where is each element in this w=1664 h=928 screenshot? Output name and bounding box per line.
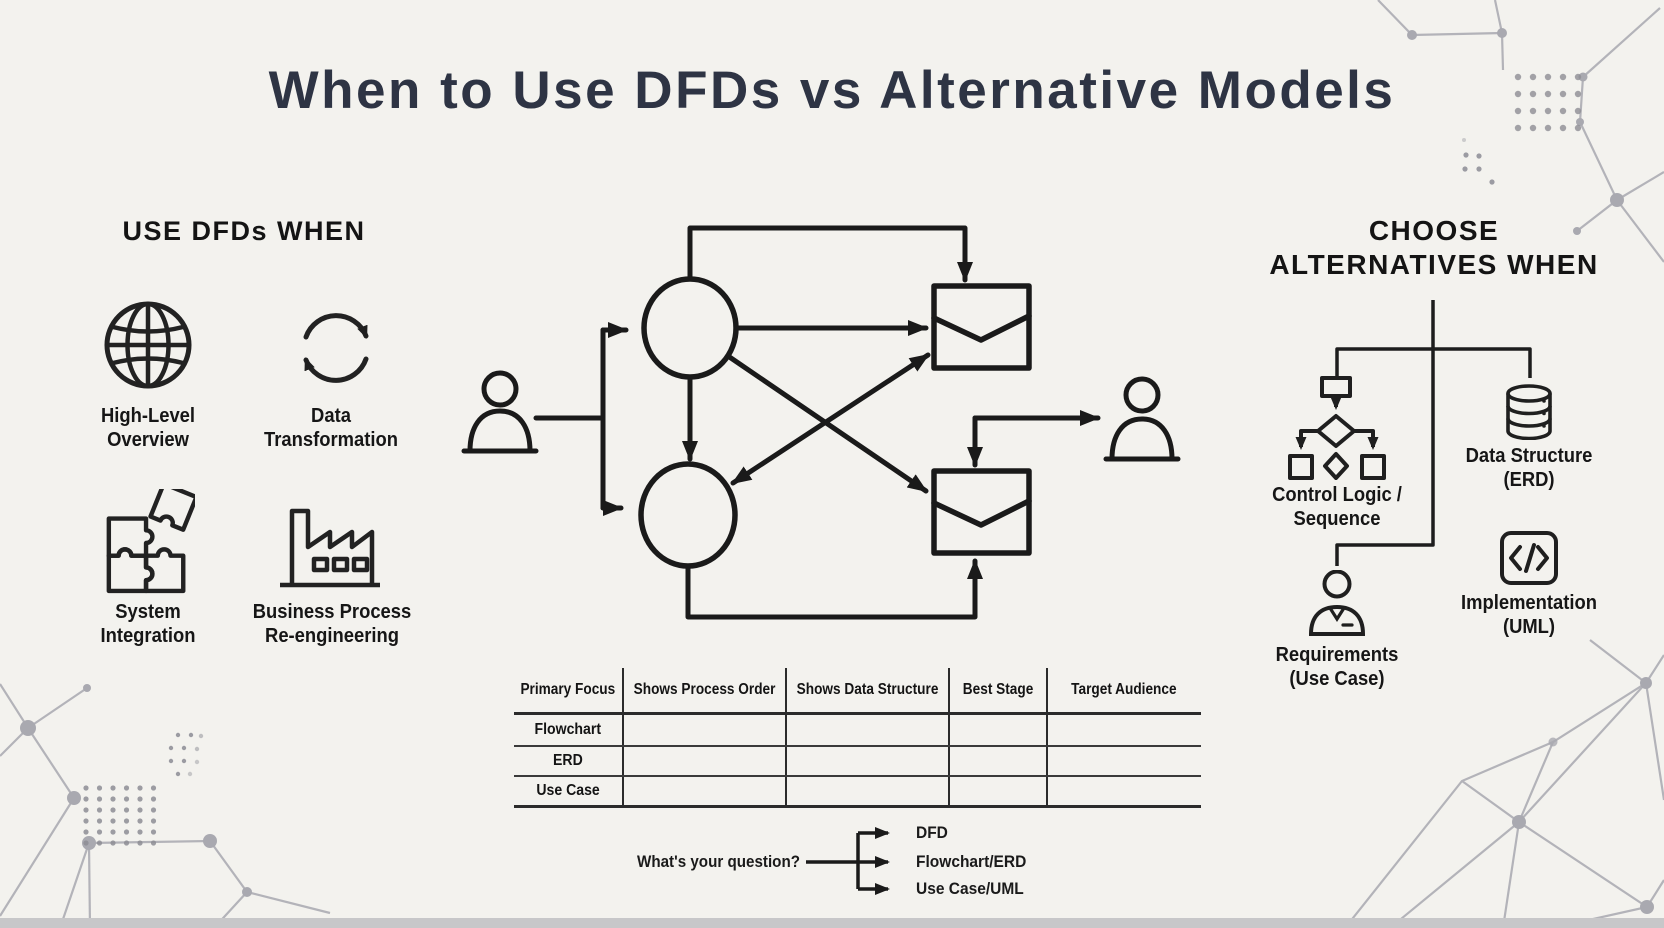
alternatives-heading-line1: CHOOSE [1368, 215, 1500, 246]
table-header-cell: Best Stage [947, 668, 1047, 715]
table-row-label: Flowchart [514, 713, 623, 747]
use-dfds-item-label: High-Level Overview [100, 405, 196, 451]
factory-icon [278, 501, 382, 589]
decision-option: Use Case/UML [916, 880, 1024, 898]
flow-top-elbow [687, 225, 973, 283]
code-brackets-icon [1500, 531, 1558, 585]
table-empty-cell [1045, 713, 1201, 747]
alternatives-item-label: Implementation (UML) [1461, 592, 1597, 638]
puzzle-icon [101, 489, 195, 597]
flow-p2-store1-bidirectional [730, 352, 931, 486]
database-icon [1504, 384, 1554, 440]
use-case-person-icon [1305, 570, 1369, 638]
table-empty-cell [621, 713, 786, 747]
table-empty-cell [947, 746, 1047, 777]
process-circle-1 [641, 276, 739, 380]
table-header-cell: Target Audience [1045, 668, 1201, 715]
data-store-2 [931, 468, 1032, 556]
decor-network-top-right [1377, 0, 1664, 263]
table-header-row: Primary Focus Shows Process Order Shows … [514, 668, 1201, 715]
process-circle-2 [638, 461, 738, 569]
table-empty-cell [784, 713, 949, 747]
table-empty-cell [784, 746, 949, 777]
alternatives-item-label: Data Structure (ERD) [1465, 445, 1593, 491]
decision-tree-lines [806, 827, 890, 895]
flowchart-icon [1288, 376, 1386, 480]
table-empty-cell [621, 776, 786, 808]
table-row: ERD [514, 746, 1201, 777]
alternatives-heading-line2: ALTERNATIVES WHEN [1269, 249, 1599, 280]
decision-question: What's your question? [636, 853, 800, 871]
table-empty-cell [1045, 776, 1201, 808]
globe-icon [102, 299, 194, 391]
table-header-cell: Primary Focus [514, 668, 623, 715]
data-store-1 [931, 283, 1032, 371]
flow-bottom-elbow [685, 558, 983, 620]
table-header-cell: Shows Process Order [621, 668, 786, 715]
decor-dot-grid-bottom-left [83, 785, 157, 846]
use-dfds-item-label: Data Transformation [264, 405, 398, 451]
use-dfds-item-label: System Integration [100, 601, 196, 647]
decor-dot-grid-top-right [1514, 73, 1582, 132]
decor-dot-cluster-top-right [1462, 138, 1495, 185]
table-empty-cell [784, 776, 949, 808]
table-row-label: Use Case [514, 776, 623, 808]
table-row: Flowchart [514, 713, 1201, 747]
dfd-diagram [461, 225, 1181, 620]
external-entity-source-icon [461, 370, 539, 454]
table-empty-cell [947, 776, 1047, 808]
decision-option: Flowchart/ERD [916, 853, 1027, 871]
alternatives-item-label: Control Logic / Sequence [1272, 484, 1402, 530]
page-title: When to Use DFDs vs Alternative Models [268, 61, 1396, 120]
use-dfds-item-label: Business Process Re-engineering [252, 601, 412, 647]
decor-network-bottom-right [1344, 639, 1664, 928]
use-dfds-heading: USE DFDs WHEN [122, 216, 366, 246]
external-entity-sink-icon [1103, 376, 1181, 462]
decision-option: DFD [916, 824, 948, 842]
table-header-cell: Shows Data Structure [784, 668, 949, 715]
alternatives-connector [1335, 300, 1532, 566]
table-empty-cell [621, 746, 786, 777]
table-empty-cell [1045, 746, 1201, 777]
comparison-table: Primary Focus Shows Process Order Shows … [514, 668, 1201, 808]
cycle-arrows-icon [291, 301, 381, 391]
table-empty-cell [947, 713, 1047, 747]
bottom-band [0, 918, 1664, 928]
alternatives-item-label: Requirements (Use Case) [1275, 644, 1399, 690]
table-row: Use Case [514, 776, 1201, 808]
table-row-label: ERD [514, 746, 623, 777]
decor-network-bottom-left [0, 683, 331, 928]
decor-dot-cluster-bottom-left [168, 732, 204, 777]
